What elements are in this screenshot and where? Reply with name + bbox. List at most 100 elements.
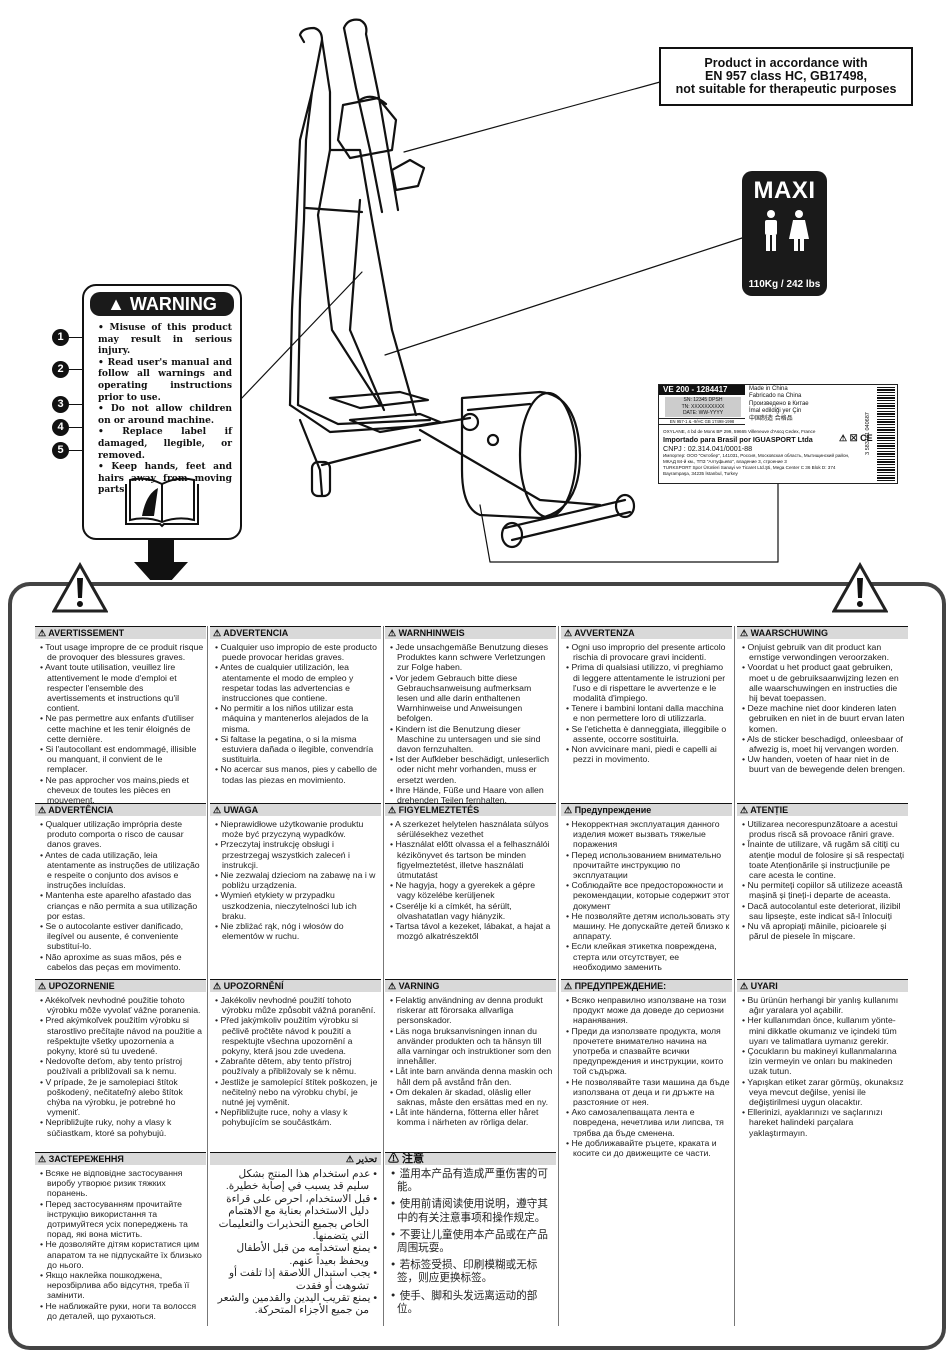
column-divider	[383, 626, 384, 1326]
section-title: ⚠ ADVERTÊNCIA	[35, 803, 206, 816]
section-item: • Nie zezwalaj dzieciom na zabawę na i w…	[215, 870, 376, 891]
section-title: ⚠ WARNHINWEIS	[385, 626, 556, 639]
section-item: • Vor jedem Gebrauch bitte diese Gebrauc…	[390, 672, 532, 724]
section-item: • Felaktig användning av denna produkt r…	[390, 995, 543, 1026]
section-item: • Jestliže je samolepící štítek poškozen…	[215, 1076, 378, 1108]
section-title: ⚠ ПРЕДУПРЕЖДЕНИЕ:	[561, 979, 732, 992]
section-item: • Před jakýmkoliv použitím výrobku si pe…	[215, 1015, 359, 1057]
section-item: • Tenere i bambini lontani dalla macchin…	[566, 703, 724, 724]
warning-section: ⚠ 注意• 滥用本产品有造成严重伤害的可能。• 使用前请阅读使用说明，遵守其中的…	[385, 1152, 556, 1327]
label-date: DATE: WW-YYYY	[682, 410, 724, 416]
label-standard: EN 957-1 & -9/HC GB 17498-1998	[659, 418, 745, 425]
section-item: • Qualquer utilização imprópria deste pr…	[40, 819, 184, 850]
warning-section: ⚠ UPOZORNENIE • Akékoľvek nevhodné použit…	[35, 979, 206, 1147]
section-item: • Jede unsachgemäße Benutzung dieses Pro…	[390, 642, 549, 673]
section-item: • Не дозволяйте дітям користатися цим ап…	[40, 1239, 202, 1270]
section-body: • A szerkezet helytelen használata súlyo…	[385, 816, 556, 941]
section-item: • يجب استبدال اللاصقة إذا تلفت أو تشوهت …	[228, 1267, 377, 1292]
section-title: ⚠ ЗАСТЕРЕЖЕННЯ	[35, 1152, 206, 1165]
section-item: • Nu permiteți copiilor să utilizeze ace…	[742, 880, 903, 901]
section-item: • Перед использованием внимательно прочи…	[566, 849, 722, 881]
section-item: • Ihre Hände, Füße und Haare von allen d…	[390, 784, 544, 806]
label-origin: Made in China	[749, 386, 788, 392]
warning-section: ⚠ ПРЕДУПРЕЖДЕНИЕ:• Всяко неправилно изпо…	[561, 979, 732, 1158]
section-item: • Не наближайте руки, ноги та волосся до…	[40, 1300, 197, 1321]
warning-header: ▲ WARNING	[90, 292, 234, 316]
product-label: VE 200 - 1284417 SN: 12345 DPSH TN: XXXX…	[658, 384, 898, 484]
section-item: • Akékoľvek nevhodné použitie tohoto výr…	[40, 995, 201, 1016]
maxi-title: MAXI	[753, 177, 816, 204]
section-item: • Antes de cualquier utilización, lea at…	[215, 662, 354, 704]
ce-mark-icon: ⚠ ☒ CE	[839, 433, 873, 443]
section-item: • قبل الاستخدام، احرص على قراءة دليل الا…	[218, 1192, 377, 1243]
section-item: • Antes de cada utilização, leia atentam…	[40, 849, 200, 891]
section-body: • عدم استخدام هذا المنتج بشكل سليم قد يس…	[210, 1165, 381, 1317]
warning-section: ⚠ AVERTISSEMENT• Tout usage impropre de …	[35, 626, 206, 805]
notice-line-2: EN 957 class HC, GB17498,	[705, 69, 867, 83]
section-item: • A szerkezet helytelen használata súlyo…	[390, 819, 549, 840]
section-title: ⚠ WAARSCHUWING	[737, 626, 908, 639]
label-brasil: Importado para Brasil por IGUASPORT Ltda	[663, 435, 813, 444]
warning-section: ⚠ ATENȚIE• Utilizarea necorespunzătoare …	[737, 803, 908, 973]
section-title: ⚠ UWAGA	[210, 803, 381, 816]
notice-line-3: not suitable for therapeutic purposes	[675, 82, 897, 96]
male-female-icon	[764, 210, 809, 251]
product-standard-notice: Product in accordance with EN 957 class …	[659, 47, 913, 106]
section-title: ⚠ Предупреждение	[561, 803, 732, 816]
section-body: • Felaktig användning av denna produkt r…	[385, 992, 556, 1128]
section-item: • Всяке не відповідне застосування вироб…	[40, 1168, 183, 1199]
multilingual-warning-frame	[8, 582, 946, 1350]
section-item: • Якщо наклейка пошкоджена, нерозбірлива…	[40, 1270, 190, 1301]
section-body: • Nieprawidłowe użytkowanie produktu moż…	[210, 816, 381, 941]
section-item: • Onjuist gebruik van dit product kan er…	[742, 642, 890, 663]
section-item: • Avant toute utilisation, veuillez lire…	[40, 662, 180, 714]
section-item: • Használat előtt olvassa el a felhaszná…	[390, 839, 550, 881]
section-item: • 使手、脚和头发远离运动的部位。	[390, 1289, 538, 1315]
section-item: • Ако самозалепващата лента е повредена,…	[566, 1107, 724, 1138]
section-item: • Nepribližujte ruky, nohy a vlasy k súč…	[40, 1117, 172, 1138]
label-sn: SN: 12345 DPSH	[683, 397, 723, 403]
section-item: • Ne pas permettre aux enfants d'utilise…	[40, 713, 194, 744]
section-item: • Kindern ist die Benutzung dieser Masch…	[390, 723, 541, 755]
section-item: • Ne pas approcher vos mains,pieds et ch…	[40, 774, 189, 806]
section-item: • يمنع استخدامه من قبل الأطفال ويحفظ بعي…	[236, 1242, 377, 1267]
section-body: • Jakékoliv nevhodné použití tohoto výro…	[210, 992, 381, 1128]
warning-item: • Read user's manual and follow all warn…	[98, 356, 232, 403]
step-number-4: 4	[52, 419, 69, 436]
section-title: ⚠ ATENȚIE	[737, 803, 908, 816]
section-item: • Не доближавайте ръцете, краката и коси…	[566, 1137, 717, 1159]
label-barcode-number: 3 583781 040687	[865, 412, 871, 456]
section-item: • Non avvicinare mani, piedi e capelli a…	[566, 744, 717, 765]
label-turkey: TURKSPORT Spor Ürünleri Sanayi ve Ticare…	[663, 465, 836, 476]
warning-triangle-icon	[832, 562, 888, 613]
elliptical-trainer-illustration	[134, 18, 779, 580]
section-item: • يمنع تقريب اليدين والقدمين والشعر من ج…	[217, 1292, 377, 1317]
warning-section: ⚠ UYARI• Bu ürünün herhangi bir yanlış k…	[737, 979, 908, 1147]
section-item: • Läs noga bruksanvisningen innan du anv…	[390, 1025, 552, 1067]
label-importer: Импортер: ООО "Октобер", 141031, Россия,…	[663, 453, 850, 464]
warning-section: ⚠ ADVERTÊNCIA • Qualquer utilização impró…	[35, 803, 206, 973]
label-oxylane: OXYLANE, 4 bd de Mons BP 299, 59665 Vill…	[663, 429, 816, 434]
label-model: VE 200 - 1284417	[659, 385, 745, 395]
section-item: • Wymień etykiety w przypadku uszkodzeni…	[215, 890, 357, 921]
warning-section: ⚠ VARNING• Felaktig användning av denna …	[385, 979, 556, 1147]
section-title: ⚠ AVVERTENZA	[561, 626, 732, 639]
warning-section: ⚠ ADVERTENCIA• Cualquier uso impropio de…	[210, 626, 381, 796]
section-item: • Tout usage impropre de ce produit risq…	[40, 642, 204, 663]
section-item: • No acercar sus manos, pies y cabello d…	[215, 764, 377, 785]
section-item: • Se o autocolante estiver danificado, i…	[40, 921, 184, 952]
section-title: ⚠ 注意	[385, 1152, 556, 1165]
warning-item: • Replace label if damaged, llegible, or…	[98, 426, 232, 461]
section-item: • 滥用本产品有造成严重伤害的可能。	[390, 1168, 548, 1194]
section-item: • Tartsa távol a kezeket, lábakat, a haj…	[390, 921, 551, 942]
section-item: • Przeczytaj instrukcję obsługi i przest…	[215, 839, 350, 870]
max-weight-badge: MAXI 110Kg / 242 lbs	[742, 171, 827, 296]
section-title: ⚠ UPOZORNENIE	[35, 979, 206, 992]
section-item: • Не позволяйте детям использовать эту м…	[566, 910, 730, 942]
warning-title: WARNING	[129, 294, 217, 314]
label-origin: İmal edildiği yer Çin	[749, 408, 802, 415]
read-manual-book-icon	[125, 477, 199, 528]
section-item: • Uw handen, voeten of haar niet in de b…	[742, 754, 906, 775]
section-body: • Utilizarea necorespunzătoare a acestui…	[737, 816, 908, 941]
warning-section: ⚠ UWAGA• Nieprawidłowe użytkowanie produ…	[210, 803, 381, 973]
